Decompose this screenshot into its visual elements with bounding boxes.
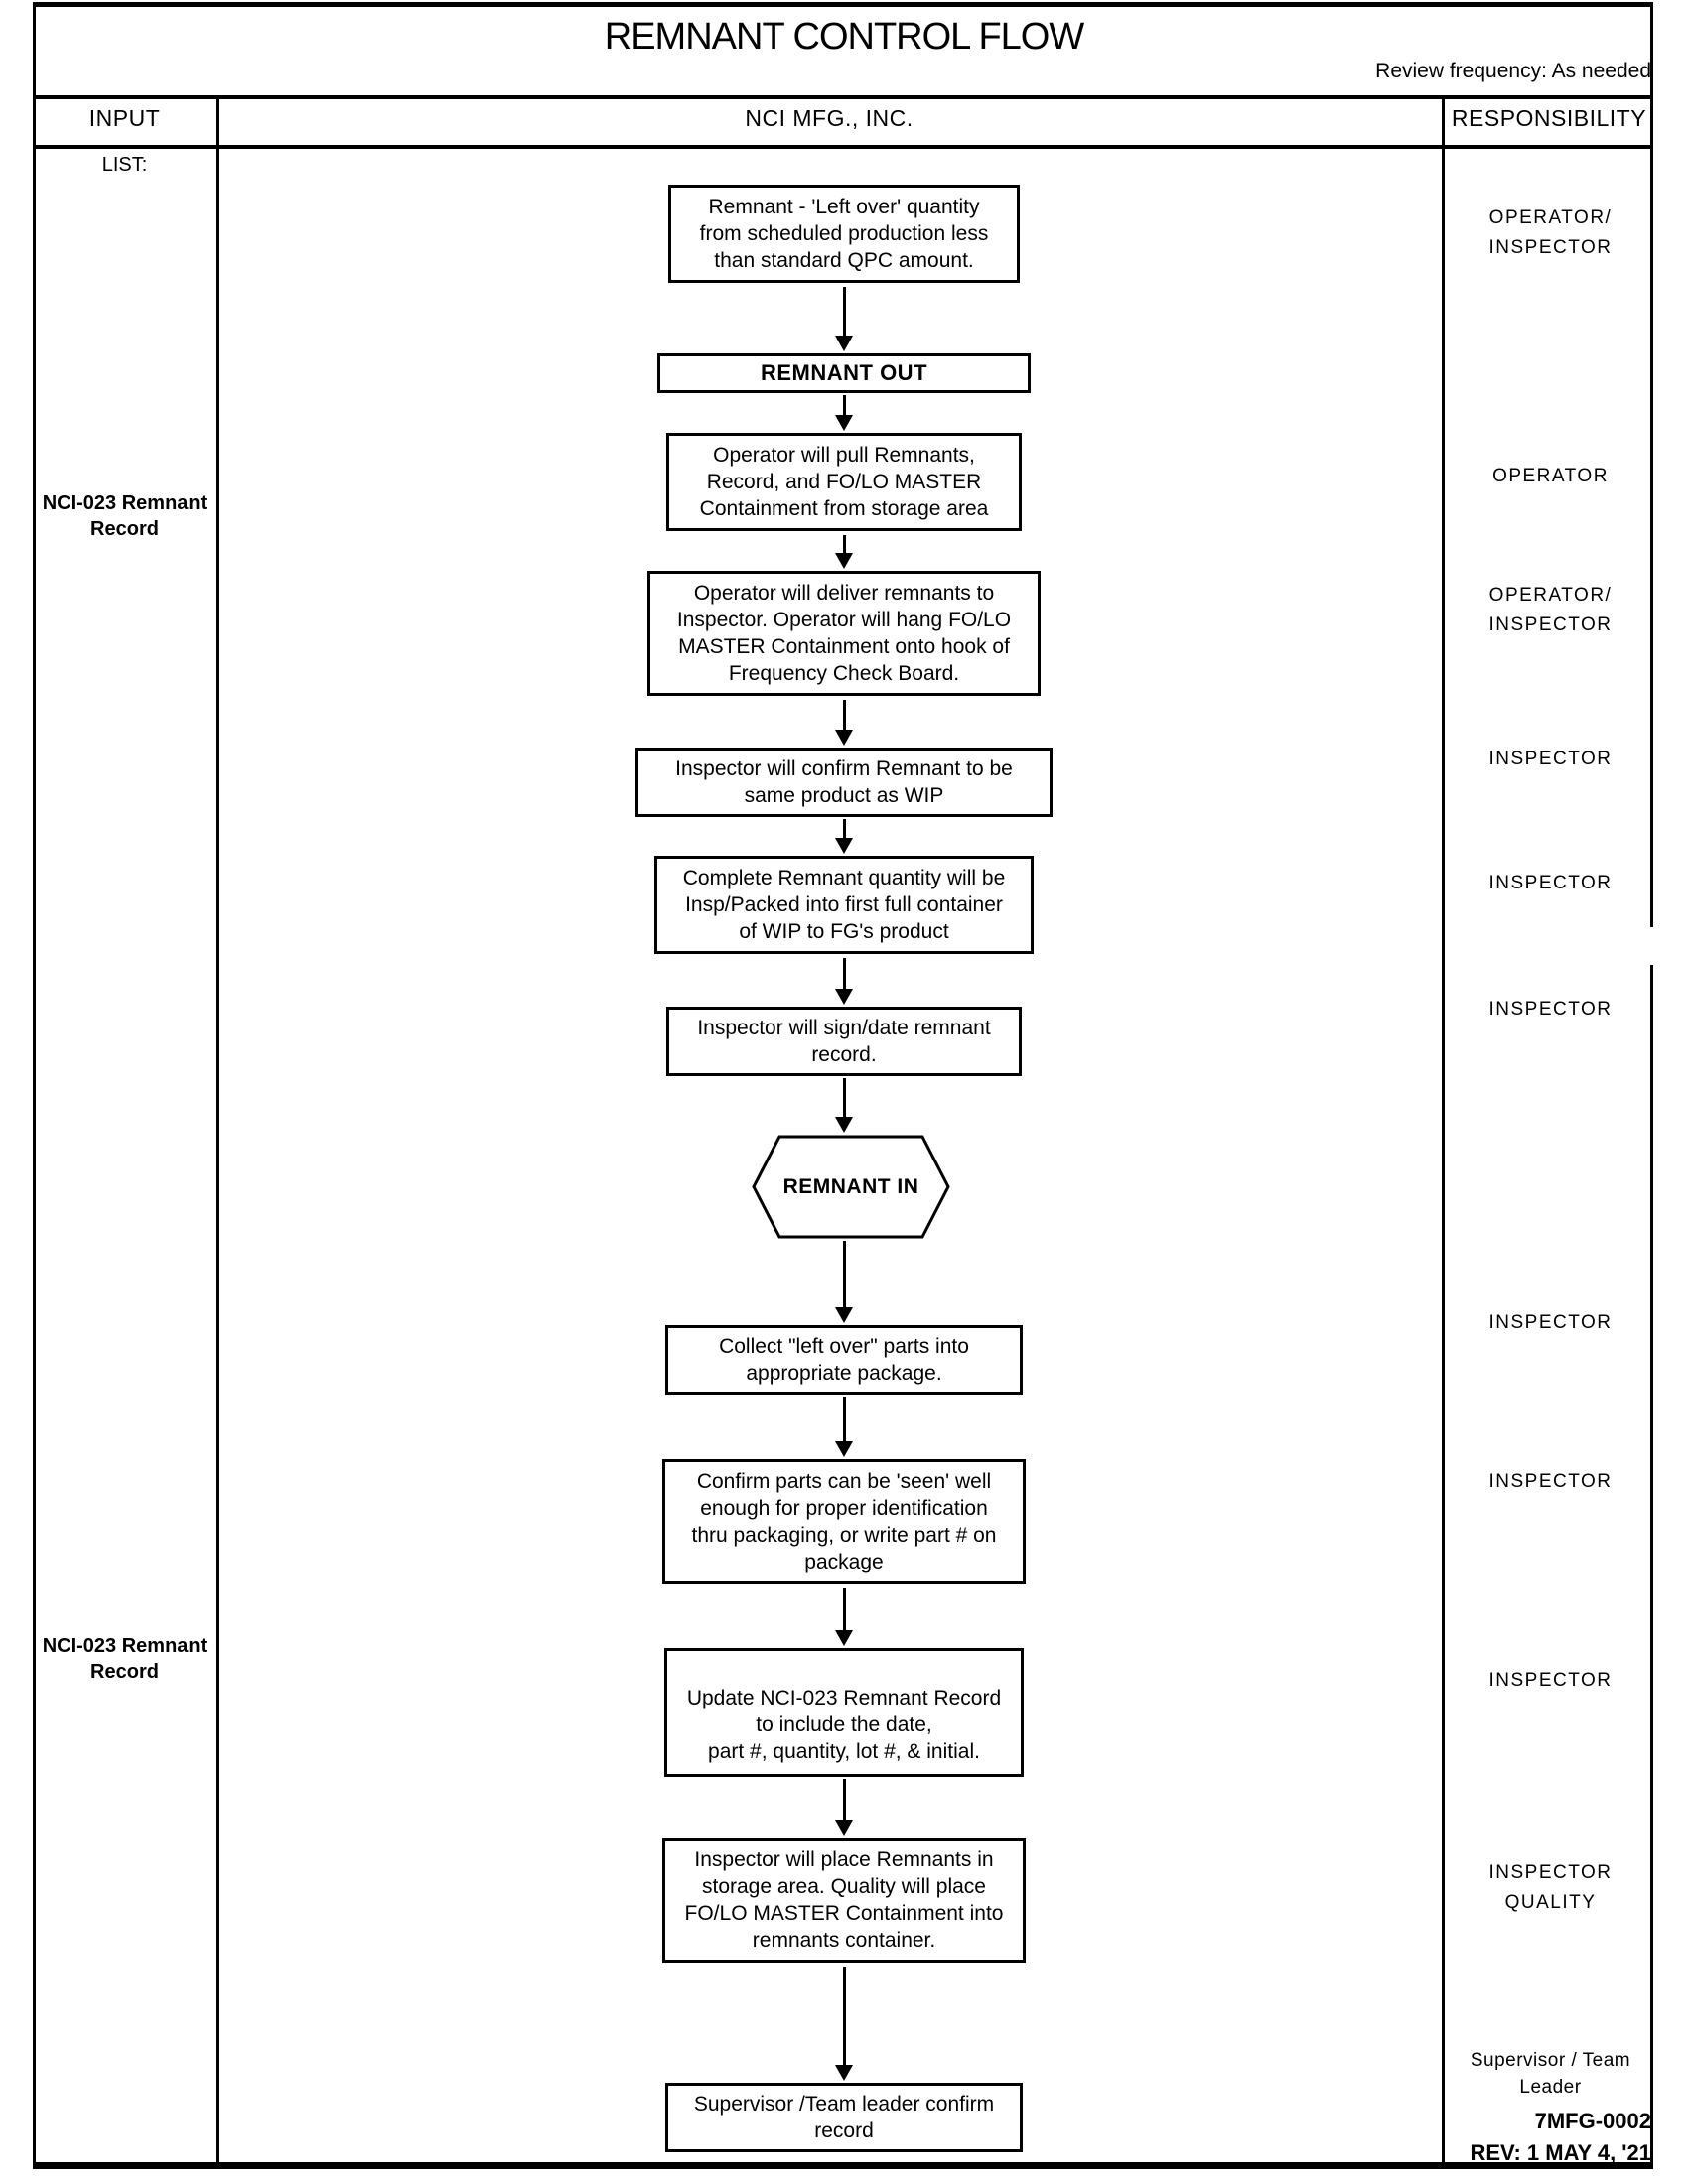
revision-note: REV: 1 MAY 4, '21 [1470,2140,1651,2165]
header-bottom-rule [33,145,1653,149]
header-top-rule [33,95,1653,99]
flow-step-pack-quantity: Complete Remnant quantity will be Insp/P… [654,856,1034,954]
down-arrow-icon [835,958,853,1005]
responsibility-label: OPERATOR/ INSPECTOR [1488,585,1613,635]
down-arrow-icon [835,287,853,351]
document-number: 7MFG-0002 [1534,2109,1651,2133]
down-arrow-icon [835,1588,853,1646]
responsibility-label: INSPECTOR [1488,873,1613,893]
down-arrow-icon [835,1397,853,1457]
page-title: REMNANT CONTROL FLOW [604,16,1084,58]
responsibility-label: OPERATOR [1492,466,1609,486]
column-header-responsibility: RESPONSIBILITY [1451,105,1647,131]
down-arrow-icon [835,1241,853,1323]
flow-step-place-remnants: Inspector will place Remnants in storage… [662,1838,1026,1963]
flow-step-remnant-definition: Remnant - 'Left over' quantity from sche… [668,185,1020,283]
down-arrow-icon [835,1078,853,1133]
responsibility-label: INSPECTOR [1488,1670,1613,1691]
responsibility-label: Supervisor / Team Leader [1470,2050,1631,2098]
responsibility-label: INSPECTOR [1488,1312,1613,1333]
down-arrow-icon [835,1967,853,2081]
responsibility-label: INSPECTOR QUALITY [1488,1862,1613,1913]
input-record-label: NCI-023 Remnant Record [42,1635,208,1683]
down-arrow-icon [835,535,853,569]
review-frequency-note: Review frequency: As needed [1375,60,1651,82]
flow-step-sign-date-record: Inspector will sign/date remnant record. [666,1007,1022,1076]
column-divider-responsibility [1442,95,1445,2169]
responsibility-label: INSPECTOR [1488,749,1613,769]
flow-step-collect-parts: Collect "left over" parts into appropria… [665,1325,1023,1395]
down-arrow-icon [835,395,853,431]
flow-step-pull-remnants: Operator will pull Remnants, Record, and… [666,433,1022,531]
flow-step-remnant-out: REMNANT OUT [657,353,1031,393]
column-header-process: NCI MFG., INC. [745,105,914,131]
flow-step-deliver-remnants: Operator will deliver remnants to Inspec… [647,571,1041,696]
responsibility-label: INSPECTOR [1488,1471,1613,1492]
column-divider-input [216,95,219,2169]
input-record-label: NCI-023 Remnant Record [42,492,208,540]
flow-step-confirm-visibility: Confirm parts can be 'seen' well enough … [662,1459,1026,1584]
down-arrow-icon [835,700,853,746]
scan-notch [1642,927,1682,965]
flow-step-update-record: Update NCI-023 Remnant Record to include… [664,1648,1024,1777]
responsibility-label: INSPECTOR [1488,999,1613,1020]
column-header-input: INPUT [88,105,161,131]
down-arrow-icon [835,1779,853,1836]
page-border [33,2,1653,2169]
input-list-label: LIST: [101,154,148,176]
flow-step-supervisor-confirm: Supervisor /Team leader confirm record [665,2083,1023,2152]
down-arrow-icon [835,819,853,854]
responsibility-label: OPERATOR/ INSPECTOR [1488,207,1613,258]
flow-step-remnant-in: REMNANT IN [752,1135,950,1239]
flow-step-confirm-product: Inspector will confirm Remnant to be sam… [635,748,1053,817]
hexagon-shape [752,1135,950,1239]
remnant-in-label: REMNANT IN [782,1174,919,1198]
